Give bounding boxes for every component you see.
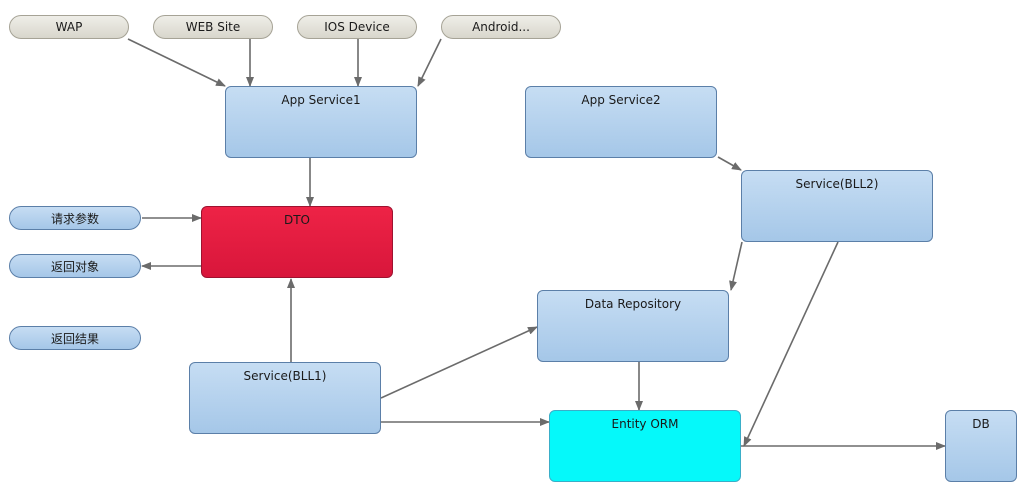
node-data-repository-label: Data Repository bbox=[584, 297, 682, 311]
client-wap: WAP bbox=[9, 15, 129, 39]
client-web-site: WEB Site bbox=[153, 15, 273, 39]
node-app-service1-label: App Service1 bbox=[281, 93, 361, 107]
node-db: DB bbox=[945, 410, 1017, 482]
param-return-object-label: 返回对象 bbox=[50, 259, 99, 274]
node-app-service1: App Service1 bbox=[225, 86, 417, 158]
param-return-object: 返回对象 bbox=[9, 254, 141, 278]
node-service-bll1-label: Service(BLL1) bbox=[243, 369, 327, 383]
node-service-bll1: Service(BLL1) bbox=[189, 362, 381, 434]
param-return-result-label: 返回结果 bbox=[50, 331, 99, 346]
node-app-service2-label: App Service2 bbox=[581, 93, 661, 107]
edge-wap-to-app-service1 bbox=[127, 38, 226, 87]
node-service-bll2: Service(BLL2) bbox=[741, 170, 933, 242]
client-wap-label: WAP bbox=[55, 20, 83, 34]
edge-bll1-to-data-repository bbox=[380, 326, 538, 399]
node-data-repository: Data Repository bbox=[537, 290, 729, 362]
node-dto-label: DTO bbox=[283, 213, 310, 227]
client-ios-device-label: IOS Device bbox=[324, 20, 390, 34]
node-service-bll2-label: Service(BLL2) bbox=[795, 177, 879, 191]
node-entity-orm: Entity ORM bbox=[549, 410, 741, 482]
edge-bll2-to-data-repository bbox=[729, 241, 743, 291]
node-app-service2: App Service2 bbox=[525, 86, 717, 158]
edge-bll2-to-entity-orm bbox=[743, 241, 839, 447]
param-request-label: 请求参数 bbox=[50, 211, 99, 226]
node-dto: DTO bbox=[201, 206, 393, 278]
param-request: 请求参数 bbox=[9, 206, 141, 230]
client-ios-device: IOS Device bbox=[297, 15, 417, 39]
client-android-label: Android... bbox=[472, 20, 530, 34]
node-db-label: DB bbox=[972, 417, 990, 431]
node-entity-orm-label: Entity ORM bbox=[611, 417, 679, 431]
client-android: Android... bbox=[441, 15, 561, 39]
client-web-site-label: WEB Site bbox=[185, 20, 241, 34]
edge-android-to-app-service1 bbox=[417, 38, 442, 87]
param-return-result: 返回结果 bbox=[9, 326, 141, 350]
edge-app-service2-to-bll2 bbox=[717, 156, 742, 171]
